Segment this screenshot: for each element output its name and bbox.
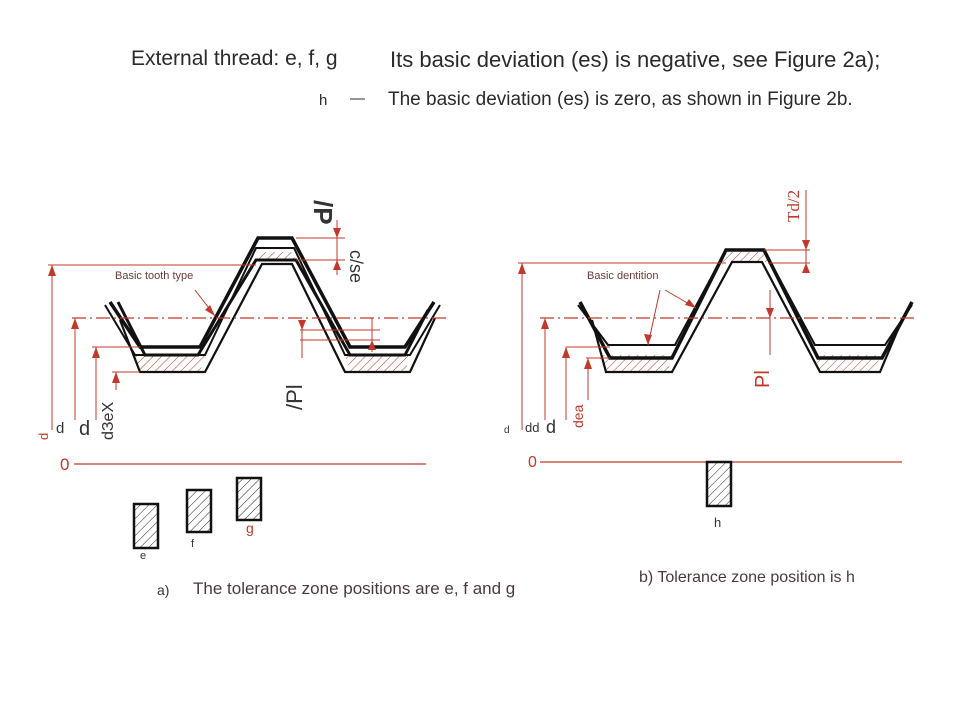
fig-a-label-dxea: dЗeX <box>100 401 117 440</box>
header-external-thread: External thread: e, f, g <box>131 47 338 70</box>
fig-a-hatch-left <box>132 355 205 372</box>
fig-b-zero: 0 <box>528 454 537 471</box>
fig-b-lower-edge <box>590 260 904 374</box>
fig-a-label-cse: c/se <box>346 250 366 284</box>
header-deviation-negative: Its basic deviation (es) is negative, se… <box>390 47 881 72</box>
figure-a <box>48 220 448 550</box>
header-deviation-zero: The basic deviation (es) is zero, as sho… <box>388 89 853 110</box>
fig-a-caption: The tolerance zone positions are e, f an… <box>193 579 516 598</box>
fig-b-hatch-top <box>722 252 768 262</box>
fig-a-outer-profile <box>108 236 436 349</box>
fig-a-zero: 0 <box>60 455 70 474</box>
fig-a-label-d2: d <box>56 420 65 437</box>
fig-a-caption-prefix: a) <box>157 582 170 598</box>
fig-b-basic-dentition-label: Basic dentition <box>587 270 659 282</box>
fig-b-label-d2: dd <box>525 420 540 435</box>
fig-b-label-dea: dea <box>570 404 586 428</box>
figure-b <box>518 190 918 508</box>
fig-a-zone-f-label: f <box>191 538 195 550</box>
fig-b-zone-h <box>705 460 733 508</box>
fig-b-label-d1: d <box>504 425 510 436</box>
fig-a-hatch-right <box>345 355 410 372</box>
fig-b-basic-profile <box>577 249 913 346</box>
fig-a-zone-g <box>235 476 263 522</box>
fig-a-zone-e <box>132 502 160 550</box>
fig-b-caption: b) Tolerance zone position is h <box>639 569 855 586</box>
fig-b-label-d3: d <box>546 417 557 437</box>
fig-a-lower-edge <box>118 262 436 374</box>
fig-a-zone-g-label: g <box>246 520 254 536</box>
fig-b-outer-profile <box>578 248 914 360</box>
fig-a-label-p-top: /P <box>308 200 338 225</box>
fig-a-basic-tooth-label: Basic tooth type <box>115 270 194 282</box>
fig-a-inner-profile <box>116 258 430 357</box>
fig-b-label-td2: Td/2 <box>784 189 803 222</box>
fig-a-hatch-top <box>256 252 296 260</box>
fig-a-zone-f <box>185 488 213 534</box>
fig-a-label-d3: d <box>79 418 91 440</box>
fig-b-zone-h-label: h <box>714 515 722 530</box>
header-dash: — <box>350 90 365 107</box>
fig-a-zone-e-label: e <box>140 550 147 562</box>
fig-b-label-pl: Pl <box>752 370 774 388</box>
fig-a-label-d1: d <box>36 432 51 440</box>
fig-a-label-pl: /Pl <box>282 384 307 410</box>
header-h-label: h <box>319 92 328 109</box>
